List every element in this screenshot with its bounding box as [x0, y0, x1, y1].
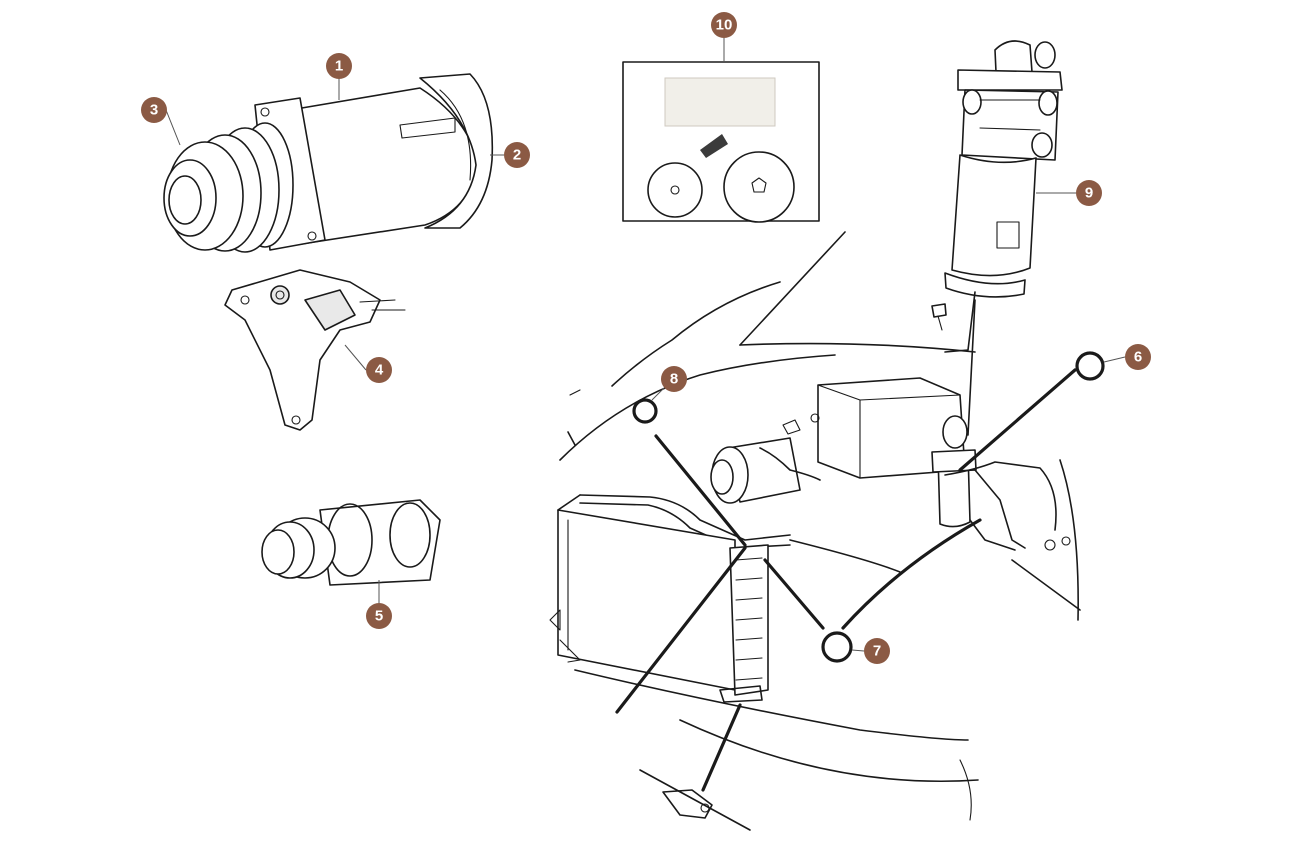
callout-8-label: 8	[670, 371, 678, 388]
receiver-drier-illustration[interactable]	[931, 40, 1063, 353]
callout-7[interactable]: 7	[864, 638, 890, 664]
callout-10[interactable]: 10	[711, 12, 737, 38]
engine-bay-installation-illustration[interactable]	[549, 231, 1081, 831]
callout-9-circle	[1076, 180, 1102, 206]
callout-5[interactable]: 5	[366, 603, 392, 629]
compressor-illustration[interactable]	[163, 73, 494, 253]
callout-9-label: 9	[1085, 185, 1093, 202]
callout-6-circle	[1125, 344, 1151, 370]
callout-1[interactable]: 1	[326, 53, 352, 79]
callout-4[interactable]: 4	[366, 357, 392, 383]
callout-4-circle	[366, 357, 392, 383]
callout-2-label: 2	[513, 147, 521, 164]
callout-5-label: 5	[375, 608, 383, 625]
callout-9[interactable]: 9	[1076, 180, 1102, 206]
callout-3-label: 3	[150, 102, 158, 119]
compressor-front-kit-illustration[interactable]	[261, 499, 441, 586]
callout-7-label: 7	[873, 643, 881, 660]
callout-2-circle	[504, 142, 530, 168]
callout-1-circle	[326, 53, 352, 79]
mounting-bracket-illustration[interactable]	[224, 269, 406, 431]
callout-5-circle	[366, 603, 392, 629]
callout-3[interactable]: 3	[141, 97, 167, 123]
callout-6-label: 6	[1134, 349, 1142, 366]
callout-3-circle	[141, 97, 167, 123]
callout-8-circle	[661, 366, 687, 392]
callout-4-label: 4	[375, 362, 384, 379]
inset-kit-box[interactable]	[622, 61, 820, 223]
callout-10-label: 10	[716, 17, 733, 34]
callout-6[interactable]: 6	[1125, 344, 1151, 370]
callout-10-circle	[711, 12, 737, 38]
callout-1-label: 1	[335, 58, 343, 75]
callout-8[interactable]: 8	[661, 366, 687, 392]
callout-7-circle	[864, 638, 890, 664]
o-ring-seal-7[interactable]	[821, 631, 853, 663]
o-ring-seal-6[interactable]	[1075, 351, 1105, 381]
callout-2[interactable]: 2	[504, 142, 530, 168]
o-ring-seal-8[interactable]	[632, 398, 658, 424]
